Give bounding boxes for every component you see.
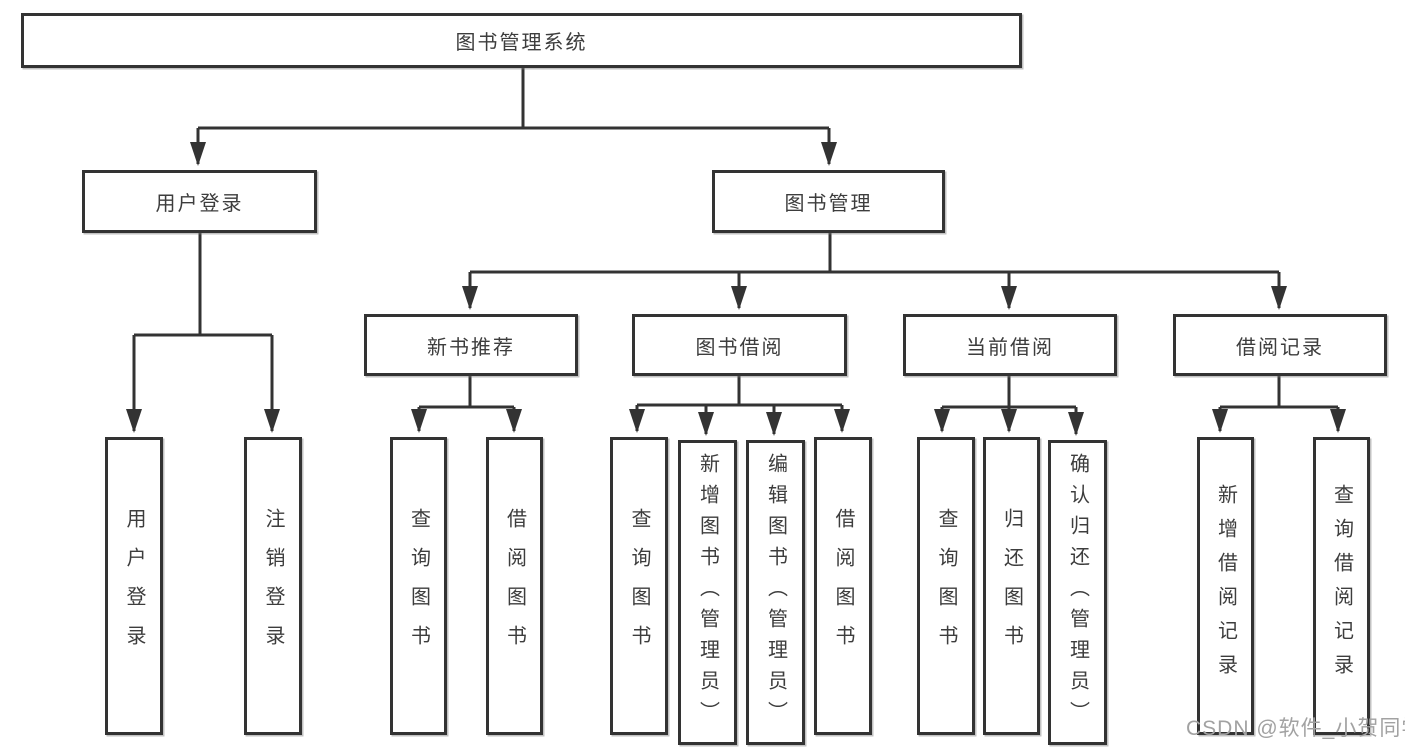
- leaf-return-books: 归还图书: [983, 437, 1040, 735]
- leaf-edit-book-admin: 编辑图书（管理员）: [746, 440, 805, 745]
- node-current-borrowing-label: 当前借阅: [966, 336, 1054, 359]
- leaf-query-borrow-record-label: 查询借阅记录: [1330, 484, 1353, 688]
- leaf-confirm-return-admin-label: 确认归还（管理员）: [1066, 453, 1089, 732]
- node-library-system-label: 图书管理系统: [455, 32, 588, 54]
- node-book-borrowing: 图书借阅: [632, 314, 847, 376]
- node-library-system: 图书管理系统: [21, 13, 1022, 68]
- leaf-logout: 注销登录: [244, 437, 302, 735]
- leaf-borrow-books-recommend: 借阅图书: [486, 437, 543, 735]
- node-new-book-recommend-label: 新书推荐: [427, 336, 515, 359]
- node-user-login: 用户登录: [82, 170, 317, 233]
- leaf-query-books-borrow: 查询图书: [610, 437, 668, 735]
- leaf-query-books-current: 查询图书: [917, 437, 975, 735]
- node-book-borrowing-label: 图书借阅: [695, 336, 784, 359]
- leaf-query-books-current-label: 查询图书: [935, 508, 957, 664]
- node-book-management: 图书管理: [712, 170, 945, 233]
- leaf-borrow-books-recommend-label: 借阅图书: [503, 508, 526, 664]
- leaf-query-borrow-record: 查询借阅记录: [1313, 437, 1370, 735]
- leaf-edit-book-admin-label: 编辑图书（管理员）: [764, 453, 787, 732]
- node-current-borrowing: 当前借阅: [903, 314, 1117, 376]
- leaf-query-books-borrow-label: 查询图书: [628, 508, 650, 664]
- csdn-watermark: CSDN @软件_小贺同学: [1186, 717, 1405, 740]
- node-new-book-recommend: 新书推荐: [364, 314, 578, 376]
- node-borrowing-records: 借阅记录: [1173, 314, 1387, 376]
- leaf-user-login: 用户登录: [105, 437, 163, 735]
- leaf-add-borrow-record-label: 新增借阅记录: [1214, 484, 1237, 688]
- leaf-add-book-admin-label: 新增图书（管理员）: [696, 453, 719, 732]
- node-borrowing-records-label: 借阅记录: [1236, 336, 1324, 359]
- node-user-login-label: 用户登录: [155, 193, 244, 215]
- node-book-management-label: 图书管理: [784, 193, 873, 215]
- leaf-query-books-recommend-label: 查询图书: [407, 508, 430, 664]
- leaf-user-login-label: 用户登录: [123, 508, 145, 664]
- leaf-borrow-books-label: 借阅图书: [832, 508, 854, 664]
- leaf-query-books-recommend: 查询图书: [390, 437, 447, 735]
- leaf-logout-label: 注销登录: [262, 508, 284, 664]
- leaf-confirm-return-admin: 确认归还（管理员）: [1048, 440, 1107, 745]
- leaf-add-book-admin: 新增图书（管理员）: [678, 440, 737, 745]
- leaf-borrow-books: 借阅图书: [814, 437, 872, 735]
- leaf-return-books-label: 归还图书: [1000, 508, 1023, 664]
- leaf-add-borrow-record: 新增借阅记录: [1197, 437, 1254, 735]
